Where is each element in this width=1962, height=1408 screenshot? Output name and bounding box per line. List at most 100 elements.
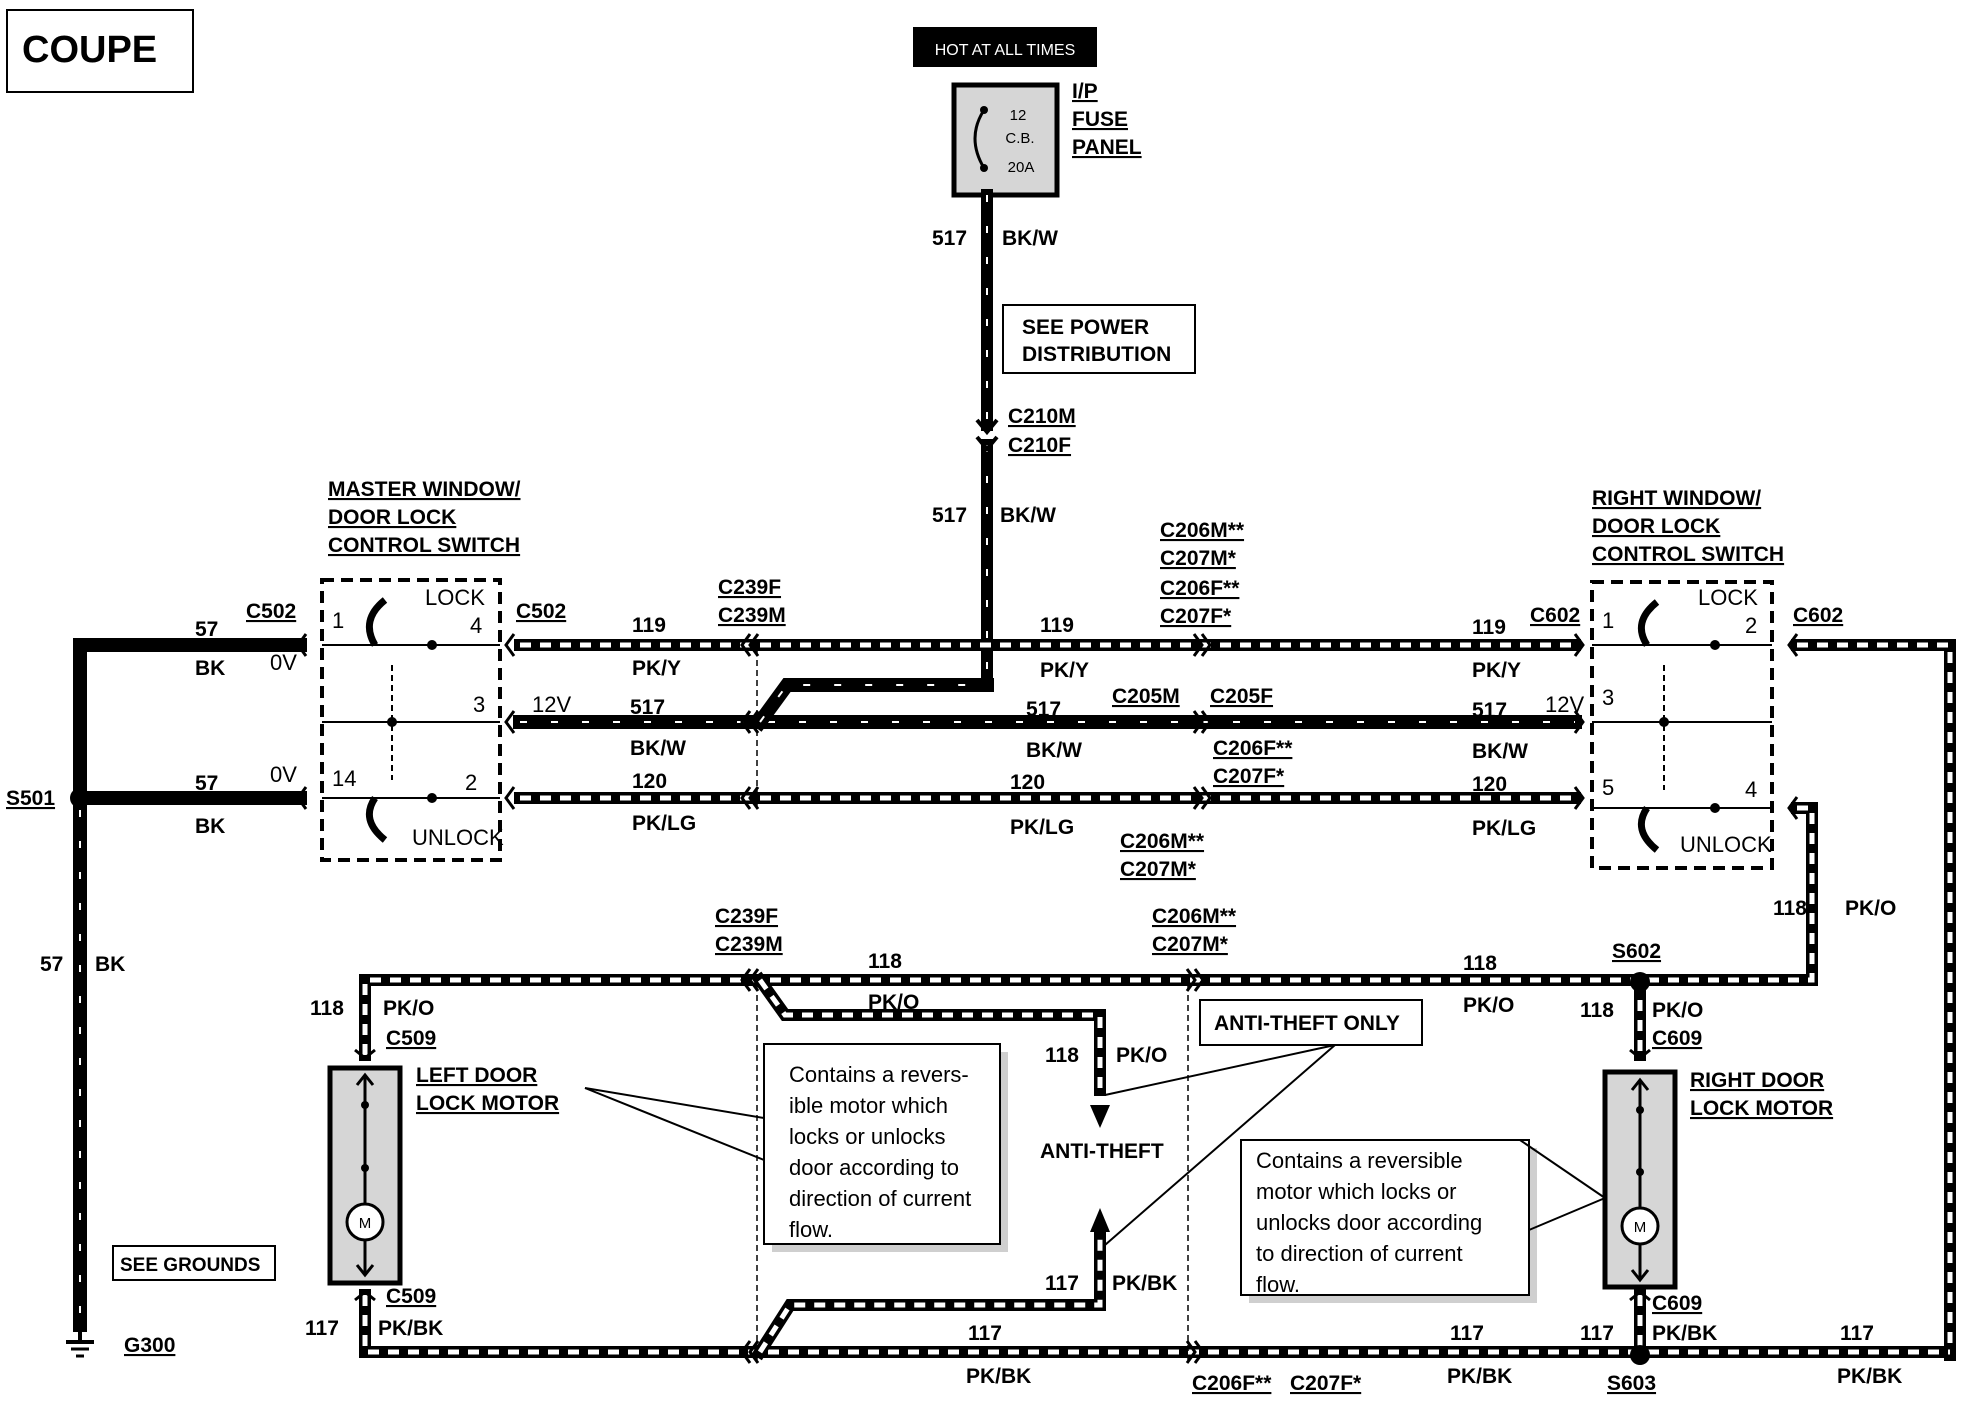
fuse-panel: 12 C.B. 20A I/P FUSE PANEL bbox=[951, 80, 1142, 198]
lbl-118-b: 118 bbox=[1463, 952, 1497, 975]
right-switch-name-3: CONTROL SWITCH bbox=[1592, 543, 1784, 566]
left-motor-name-2: LOCK MOTOR bbox=[416, 1092, 559, 1115]
lbl-c207m-c: C207M* bbox=[1152, 933, 1229, 956]
lbl-517-c: 517 bbox=[630, 696, 665, 719]
note-right-line-1: Contains a reversible bbox=[1256, 1148, 1463, 1173]
lbl-pklg-c: PK/LG bbox=[1472, 817, 1536, 840]
lbl-57-c: 57 bbox=[40, 953, 63, 976]
lbl-pklg-b: PK/LG bbox=[1010, 816, 1074, 839]
lbl-118-a: 118 bbox=[868, 950, 902, 973]
lbl-pko-l: PK/O bbox=[383, 997, 434, 1020]
lbl-c502-r: C502 bbox=[516, 600, 566, 623]
lbl-c207m-a: C207M* bbox=[1160, 547, 1237, 570]
right-pin-1: 1 bbox=[1602, 608, 1614, 633]
master-switch-name-2: DOOR LOCK bbox=[328, 506, 456, 529]
see-power-distribution-line-2: DISTRIBUTION bbox=[1022, 343, 1171, 366]
hot-at-all-times-badge: HOT AT ALL TIMES bbox=[913, 27, 1097, 67]
right-pin-2: 2 bbox=[1745, 613, 1757, 638]
right-motor-symbol: M bbox=[1634, 1219, 1647, 1236]
lbl-118-r: 118 bbox=[1773, 897, 1807, 920]
lbl-c207f-a: C207F* bbox=[1160, 605, 1232, 628]
fuse-rating: 20A bbox=[1008, 159, 1035, 176]
left-door-lock-motor: M bbox=[327, 1065, 403, 1286]
fuse-panel-name-3: PANEL bbox=[1072, 136, 1142, 159]
splice-s603 bbox=[1630, 1345, 1650, 1365]
lbl-bkw-c: BK/W bbox=[630, 737, 686, 760]
lbl-pkbk-d: PK/BK bbox=[1837, 1365, 1902, 1388]
lbl-119-a: 119 bbox=[632, 614, 666, 637]
note-left-line-3: locks or unlocks bbox=[789, 1124, 946, 1149]
wire-57-ground bbox=[73, 638, 307, 1332]
connector-c210 bbox=[975, 418, 999, 453]
right-pin-4: 4 bbox=[1745, 777, 1757, 802]
lbl-pko-a: PK/O bbox=[868, 991, 919, 1014]
see-power-distribution-box: SEE POWER DISTRIBUTION bbox=[1002, 304, 1196, 374]
anti-theft-label: ANTI-THEFT bbox=[1040, 1140, 1164, 1163]
right-switch-name-2: DOOR LOCK bbox=[1592, 515, 1720, 538]
right-door-lock-motor: M bbox=[1602, 1069, 1678, 1290]
lbl-117-a: 117 bbox=[1045, 1272, 1079, 1295]
lbl-pko-s602: PK/O bbox=[1652, 999, 1703, 1022]
lbl-117-l: 117 bbox=[305, 1317, 339, 1340]
lbl-bk-c: BK bbox=[95, 953, 125, 976]
fuse-number: 12 bbox=[1010, 107, 1027, 124]
lbl-bk-a: BK bbox=[195, 657, 225, 680]
lbl-bkw-d: BK/W bbox=[1026, 739, 1082, 762]
hot-at-all-times-label: HOT AT ALL TIMES bbox=[935, 42, 1076, 59]
lbl-c206m-b: C206M** bbox=[1120, 830, 1205, 853]
master-pin-3: 3 bbox=[473, 692, 485, 717]
right-motor-name-2: LOCK MOTOR bbox=[1690, 1097, 1833, 1120]
lbl-119-b: 119 bbox=[1040, 614, 1074, 637]
lbl-pklg-a: PK/LG bbox=[632, 812, 696, 835]
lbl-118-l: 118 bbox=[310, 997, 344, 1020]
lbl-pko-r: PK/O bbox=[1845, 897, 1896, 920]
right-switch: LOCK UNLOCK 1 2 3 5 4 bbox=[1590, 580, 1774, 870]
lbl-c205f: C205F bbox=[1210, 685, 1273, 708]
note-left-line-6: flow. bbox=[789, 1217, 833, 1242]
lbl-c206f-a: C206F** bbox=[1160, 577, 1240, 600]
master-pin-4: 4 bbox=[470, 613, 482, 638]
lbl-120-c: 120 bbox=[1472, 773, 1507, 796]
note-left-line-1: Contains a revers- bbox=[789, 1062, 969, 1087]
right-unlock-label: UNLOCK bbox=[1680, 832, 1772, 857]
lbl-118-s602: 118 bbox=[1580, 999, 1614, 1022]
lbl-pky-c: PK/Y bbox=[1472, 659, 1521, 682]
lbl-119-c: 119 bbox=[1472, 616, 1506, 639]
lbl-pkbk-s603: PK/BK bbox=[1652, 1322, 1717, 1345]
ground-g300 bbox=[66, 1325, 94, 1358]
lbl-pkbk-c: PK/BK bbox=[1447, 1365, 1512, 1388]
connector-dividers bbox=[756, 640, 1189, 1360]
master-switch-name-3: CONTROL SWITCH bbox=[328, 534, 520, 557]
lbl-c602-r: C602 bbox=[1793, 604, 1843, 627]
master-pin-2: 2 bbox=[465, 770, 477, 795]
anti-theft-only-box: ANTI-THEFT ONLY bbox=[1199, 999, 1423, 1046]
note-right-line-5: flow. bbox=[1256, 1272, 1300, 1297]
lbl-pkbk-l: PK/BK bbox=[378, 1317, 443, 1340]
lbl-c239f-a: C239F bbox=[718, 576, 781, 599]
splice-s602 bbox=[1630, 972, 1650, 992]
lbl-517-a: 517 bbox=[932, 227, 967, 250]
right-switch-name-1: RIGHT WINDOW/ bbox=[1592, 487, 1761, 510]
lbl-pko-c: PK/O bbox=[1116, 1044, 1167, 1067]
lbl-c206f-b: C206F** bbox=[1213, 737, 1293, 760]
lbl-57-a: 57 bbox=[195, 618, 218, 641]
wire-118-right bbox=[1634, 639, 1956, 1361]
fuse-panel-name-2: FUSE bbox=[1072, 108, 1128, 131]
lbl-12v-r: 12V bbox=[1545, 692, 1584, 717]
lbl-c239m-a: C239M bbox=[718, 604, 786, 627]
note-right: Contains a reversible motor which locks … bbox=[1240, 1139, 1537, 1303]
wire-117-row bbox=[359, 1224, 1956, 1361]
lbl-c602-l: C602 bbox=[1530, 604, 1580, 627]
lbl-12v-l: 12V bbox=[532, 692, 571, 717]
lbl-c206m-a: C206M** bbox=[1160, 519, 1245, 542]
master-switch-name-1: MASTER WINDOW/ bbox=[328, 478, 521, 501]
note-left-line-4: door according to bbox=[789, 1155, 959, 1180]
anti-theft-only-label: ANTI-THEFT ONLY bbox=[1214, 1012, 1400, 1035]
lbl-c609-b: C609 bbox=[1652, 1292, 1702, 1315]
lbl-pkbk-b: PK/BK bbox=[966, 1365, 1031, 1388]
lbl-c206m-c: C206M** bbox=[1152, 905, 1237, 928]
splice-s501 bbox=[70, 788, 90, 808]
lbl-517-d: 517 bbox=[1026, 698, 1061, 721]
lbl-c207f-b: C207F* bbox=[1213, 765, 1285, 788]
lbl-c210f: C210F bbox=[1008, 434, 1071, 457]
